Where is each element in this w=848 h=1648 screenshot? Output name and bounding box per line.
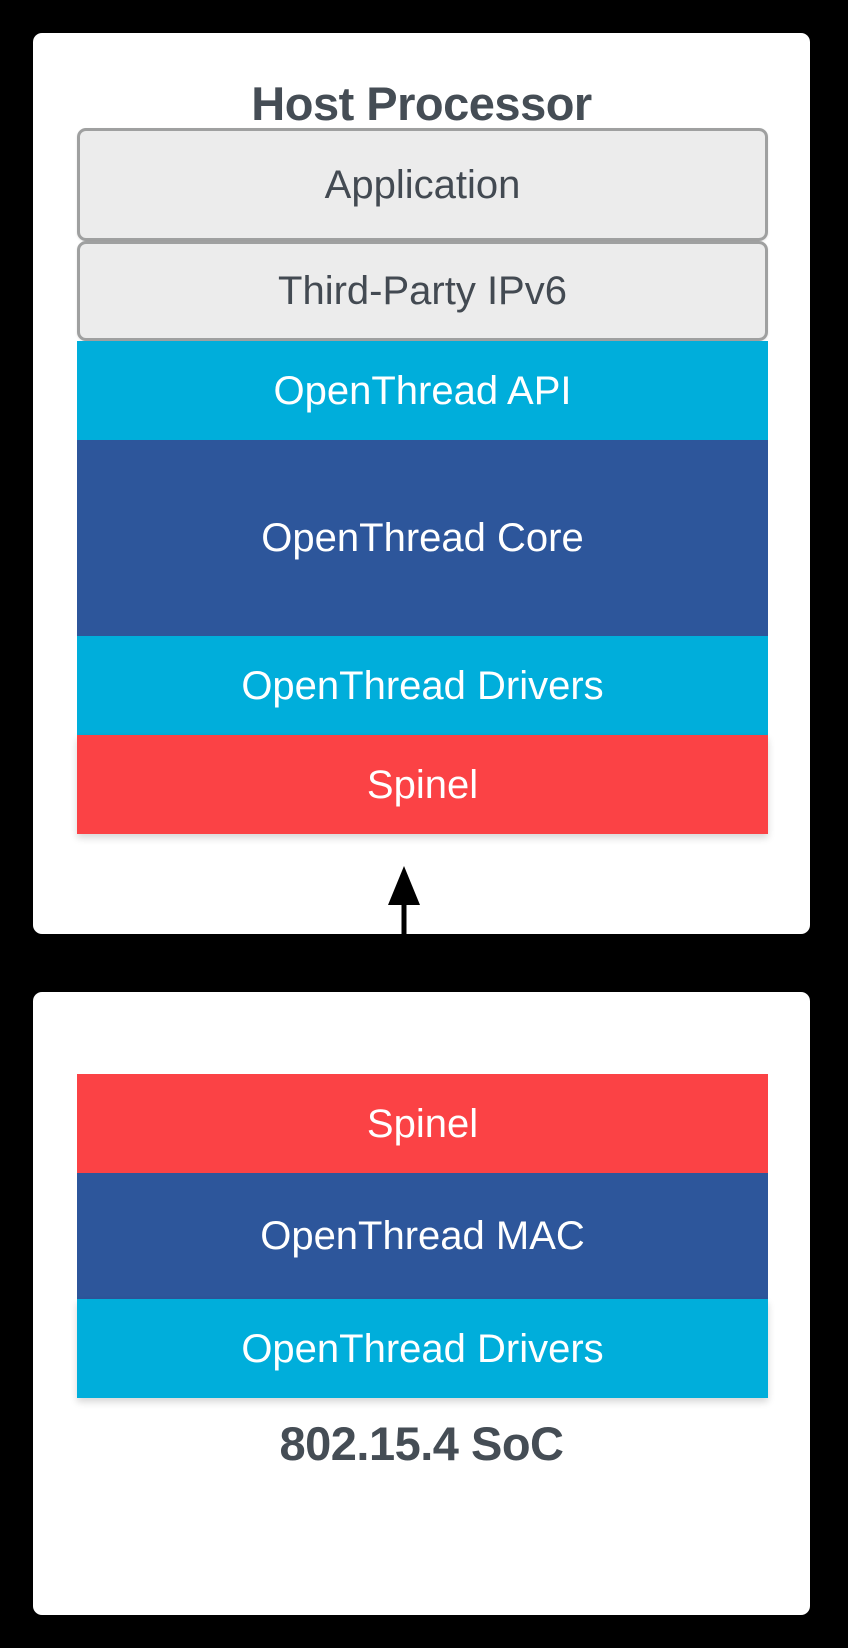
- layer-openthread-mac: OpenThread MAC: [77, 1173, 768, 1299]
- layer-openthread-drivers-soc-label: OpenThread Drivers: [241, 1326, 604, 1371]
- layer-spinel-soc: Spinel: [77, 1074, 768, 1173]
- layer-openthread-drivers-host: OpenThread Drivers: [77, 636, 768, 735]
- layer-application: Application: [77, 128, 768, 241]
- layer-openthread-api: OpenThread API: [77, 341, 768, 440]
- soc-title: 802.15.4 SoC: [279, 1417, 564, 1470]
- layer-spinel-soc-label: Spinel: [366, 1101, 479, 1146]
- host-layer-stack: Application Third-Party IPv6 OpenThread …: [77, 128, 768, 834]
- layer-third-party-ipv6-label: Third-Party IPv6: [278, 269, 567, 313]
- layer-openthread-core-label: OpenThread Core: [261, 516, 584, 560]
- soc-panel: Spinel OpenThread MAC OpenThread Drivers…: [33, 992, 810, 1615]
- soc-layer-stack: Spinel OpenThread MAC OpenThread Drivers: [77, 1074, 768, 1398]
- layer-openthread-drivers-soc: OpenThread Drivers: [77, 1299, 768, 1398]
- layer-openthread-api-label: OpenThread API: [273, 368, 572, 413]
- host-processor-panel: Host Processor Application Third-Party I…: [33, 33, 810, 934]
- layer-application-label: Application: [324, 162, 521, 207]
- layer-openthread-core: OpenThread Core: [77, 440, 768, 636]
- layer-openthread-drivers-host-label: OpenThread Drivers: [241, 663, 604, 708]
- host-processor-title: Host Processor: [251, 77, 592, 130]
- layer-spinel-host: Spinel: [77, 735, 768, 834]
- layer-spinel-host-label: Spinel: [366, 762, 479, 807]
- layer-third-party-ipv6: Third-Party IPv6: [77, 241, 768, 341]
- layer-openthread-mac-label: OpenThread MAC: [260, 1214, 585, 1258]
